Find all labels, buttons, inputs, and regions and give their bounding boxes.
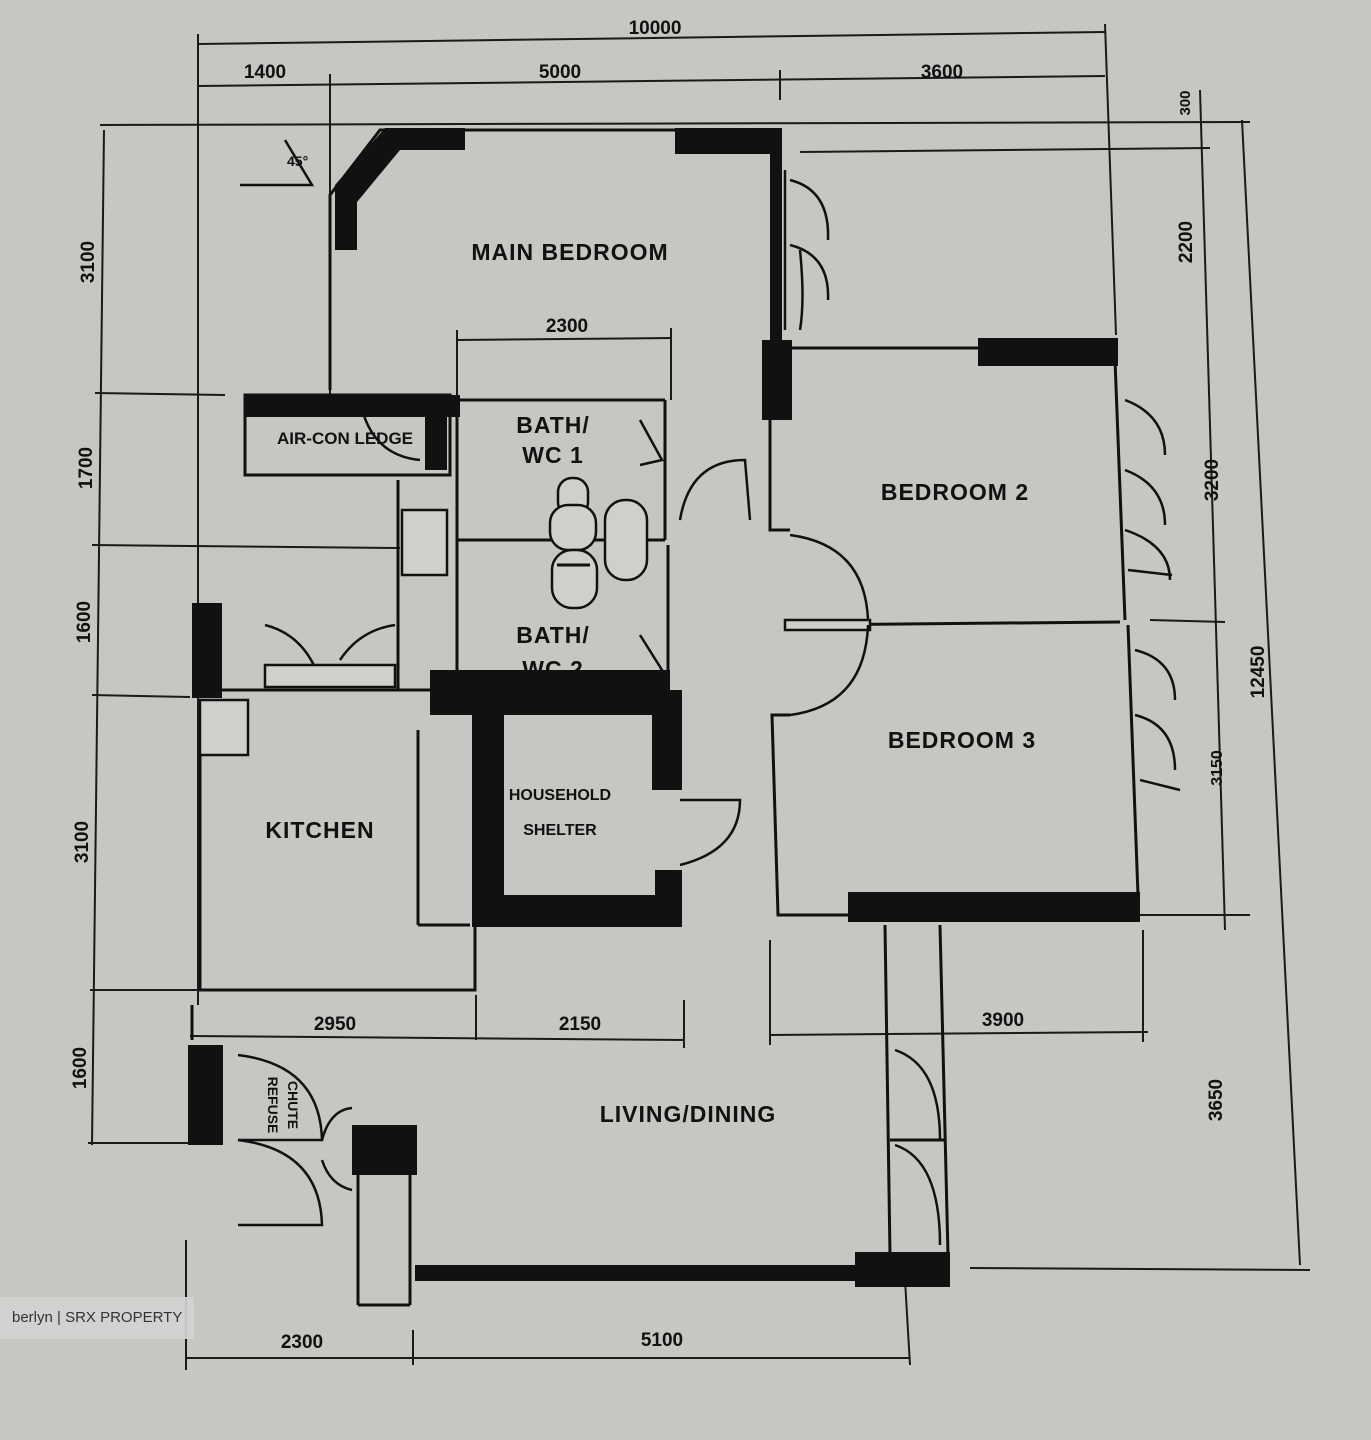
wc2-bowl [550,548,599,610]
dim-2950: 2950 [314,1014,356,1035]
dim-3900: 3900 [982,1010,1024,1031]
fixtures [240,139,649,610]
dim-right-2200: 2200 [1176,221,1197,263]
label-bath-wc1-b: WC 1 [522,442,584,468]
dim-left-1600a: 1600 [74,601,95,643]
label-main-bedroom: MAIN BEDROOM [471,239,668,265]
label-bath-wc2-a: BATH/ [516,622,590,648]
walls [188,128,1140,1307]
basin [603,498,649,582]
dim-bottom-2300: 2300 [281,1332,323,1353]
label-shelter-a: HOUSEHOLD [509,787,611,804]
label-refuse-b: CHUTE [285,1081,301,1129]
label-refuse-a: REFUSE [265,1077,281,1134]
room-labels: MAIN BEDROOM BEDROOM 2 BEDROOM 3 BATH/ W… [265,239,1036,1134]
label-bath-wc2-b: WC 2 [522,656,584,682]
dim-overall-width: 10000 [629,18,682,39]
dim-left-3100a: 3100 [78,241,99,283]
dim-top-left: 1400 [244,62,286,83]
dim-left-3100b: 3100 [72,821,93,863]
label-bedroom-3: BEDROOM 3 [888,727,1036,753]
dim-bath-width: 2300 [546,316,588,337]
label-living-dining: LIVING/DINING [600,1101,777,1127]
label-shelter-b: SHELTER [523,822,597,839]
label-bath-wc1-a: BATH/ [516,412,590,438]
dim-right-12450: 12450 [1248,646,1269,699]
label-bedroom-2: BEDROOM 2 [881,479,1029,505]
watermark-label: berlyn | SRX PROPERTY [0,1297,195,1339]
dim-left-1600b: 1600 [70,1047,91,1089]
dim-right-300: 300 [1177,90,1194,115]
dimension-lines [88,23,1311,1370]
label-aircon-ledge: AIR-CON LEDGE [277,429,413,448]
angle-label: 45° [287,153,308,169]
dim-right-3150: 3150 [1209,750,1226,786]
label-kitchen: KITCHEN [265,817,374,843]
dim-2150: 2150 [559,1014,601,1035]
dim-right-3650: 3650 [1206,1079,1227,1121]
dim-right-3200: 3200 [1202,459,1223,501]
dim-top-right: 3600 [921,62,963,83]
dimension-labels: 10000 1400 5000 3600 2300 2950 2150 3900… [70,18,1269,1353]
doors [237,170,1181,1246]
dim-top-mid: 5000 [539,62,581,83]
wc1-bowl [548,503,598,552]
dim-bottom-5100: 5100 [641,1330,683,1351]
dim-left-1700: 1700 [76,447,97,489]
